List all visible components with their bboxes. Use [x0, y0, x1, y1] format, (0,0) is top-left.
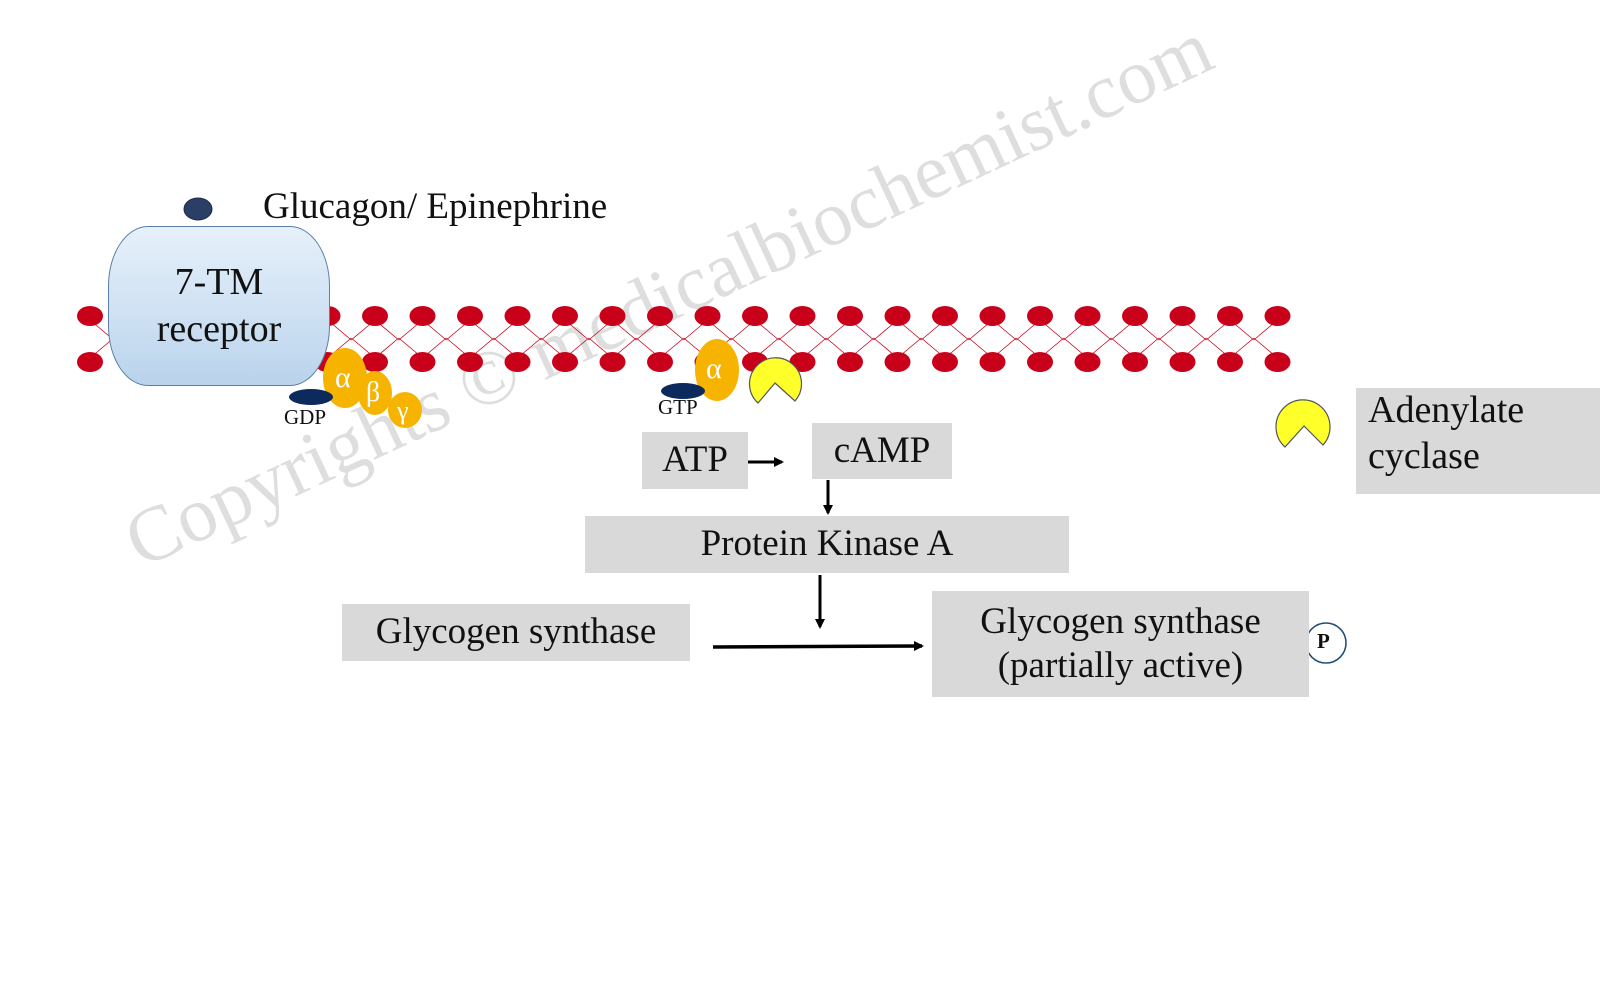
phosphate-label: P [1317, 629, 1330, 653]
adenylate-cyclase-icon [748, 357, 803, 404]
lipid-head-outer [504, 306, 531, 326]
product-label-line2: (partially active) [997, 645, 1244, 686]
receptor-label-line2: receptor [156, 308, 282, 350]
lipid-head-inner [1264, 352, 1291, 372]
lipid-head-outer [552, 306, 578, 326]
gamma-label: γ [397, 396, 409, 425]
lipid-head-inner [504, 352, 531, 372]
lipid-head-outer [77, 306, 103, 326]
beta-label: β [366, 377, 381, 408]
glycogen-synthase-label: Glycogen synthase [375, 611, 657, 653]
gdp-molecule [289, 389, 333, 405]
product-label-line1: Glycogen synthase [980, 600, 1261, 642]
lipid-head-inner [77, 352, 103, 372]
pka-label: Protein Kinase A [700, 523, 954, 565]
lipid-head-inner [932, 352, 958, 372]
lipid-head-inner [647, 352, 673, 372]
active-alpha-label: α [706, 352, 722, 385]
pka-box: Protein Kinase A [585, 516, 1069, 573]
lipid-head-inner [409, 352, 436, 372]
glycogen-synthase-box: Glycogen synthase [342, 604, 690, 661]
gtp-label: GTP [658, 395, 698, 419]
lipid-head-inner [837, 352, 863, 372]
lipid-head-outer [694, 306, 721, 326]
lipid-head-outer [884, 306, 911, 326]
lipid-head-outer [647, 306, 673, 326]
glucagon-molecule-icon [183, 197, 213, 221]
lipid-head-outer [1169, 306, 1196, 326]
lipid-head-outer [362, 306, 388, 326]
camp-box: cAMP [812, 423, 952, 479]
lipid-head-outer [742, 306, 768, 326]
seven-tm-receptor: 7-TM receptor [108, 226, 330, 386]
gdp-label: GDP [284, 405, 327, 429]
g-beta-subunit [358, 371, 392, 415]
lipid-head-inner [1074, 352, 1101, 372]
lipid-head-inner [1027, 352, 1053, 372]
lipid-head-inner [457, 352, 483, 372]
lipid-head-inner [552, 352, 578, 372]
phosphorylation-arrow [712, 641, 924, 652]
lipid-head-outer [457, 306, 483, 326]
adenylate-cyclase-legend-box: Adenylate cyclase [1356, 388, 1600, 494]
lipid-head-outer [932, 306, 958, 326]
lipid-head-inner [1169, 352, 1196, 372]
lipid-head-outer [1264, 306, 1291, 326]
lipid-head-outer [1122, 306, 1148, 326]
atp-label: ATP [662, 439, 728, 481]
g-alpha-subunit-active [695, 339, 739, 401]
lipid-head-inner [362, 352, 388, 372]
lipid-head-inner [599, 352, 626, 372]
lipid-head-inner [1217, 352, 1243, 372]
legend-label-line2: cyclase [1368, 434, 1480, 477]
lipid-head-outer [599, 306, 626, 326]
adenylate-cyclase-legend-icon [1275, 399, 1331, 448]
legend-label-line1: Adenylate [1368, 389, 1525, 431]
receptor-label-line1: 7-TM [174, 260, 264, 303]
lipid-head-outer [1217, 306, 1243, 326]
gtp-molecule [661, 383, 705, 399]
atp-box: ATP [642, 432, 748, 489]
camp-label: cAMP [833, 429, 931, 471]
lipid-head-outer [1074, 306, 1101, 326]
alpha-label: α [335, 361, 351, 394]
lipid-head-outer [789, 306, 816, 326]
ligand-label: Glucagon/ Epinephrine [263, 186, 608, 227]
lipid-head-outer [409, 306, 436, 326]
lipid-head-inner [884, 352, 911, 372]
lipid-head-inner [979, 352, 1006, 372]
g-alpha-subunit-inactive [323, 348, 367, 408]
g-gamma-subunit [388, 392, 422, 428]
lipid-head-outer [1027, 306, 1053, 326]
glycogen-synthase-partial-box: Glycogen synthase (partially active) [932, 591, 1309, 697]
lipid-head-inner [1122, 352, 1148, 372]
lipid-head-outer [979, 306, 1006, 326]
lipid-head-outer [837, 306, 863, 326]
